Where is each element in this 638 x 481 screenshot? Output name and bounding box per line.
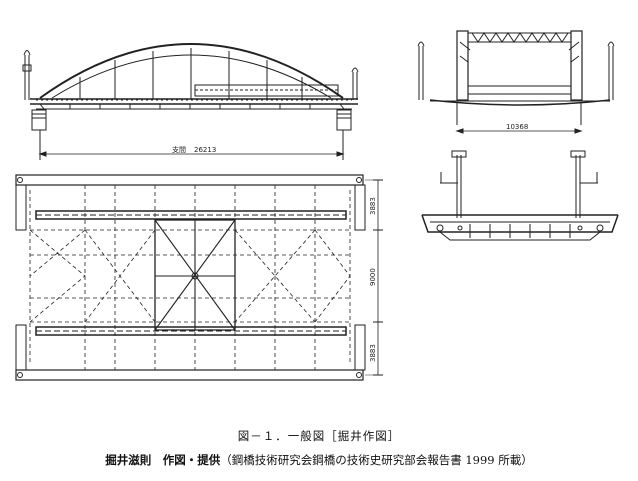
plan-dimension-bottom: 3883 [369,344,377,362]
plan-dimension-middle: 9000 [369,268,377,286]
lamp-post-left [22,50,32,100]
span-label: 支間 [172,145,186,154]
deck-section [421,150,619,241]
source-credit: （鋼橋技術研究会鋼橋の技術史研究部会報告書 1999 所載） [220,453,533,467]
width-dimension: 10368 [506,123,528,131]
cross-section [417,30,615,134]
span-dimension: 26213 [194,146,216,154]
author-credit: 掘井滋則 作図・提供 [105,453,221,467]
plan-dimension-top: 3883 [369,197,377,215]
credit-line: 掘井滋則 作図・提供（鋼橋技術研究会鋼橋の技術史研究部会報告書 1999 所載） [0,452,638,468]
figure-caption: 図－１．一般図［掘井作図］ [237,429,401,443]
lamp-post-right [351,67,359,100]
side-elevation [22,43,359,160]
plan-view [15,174,383,381]
